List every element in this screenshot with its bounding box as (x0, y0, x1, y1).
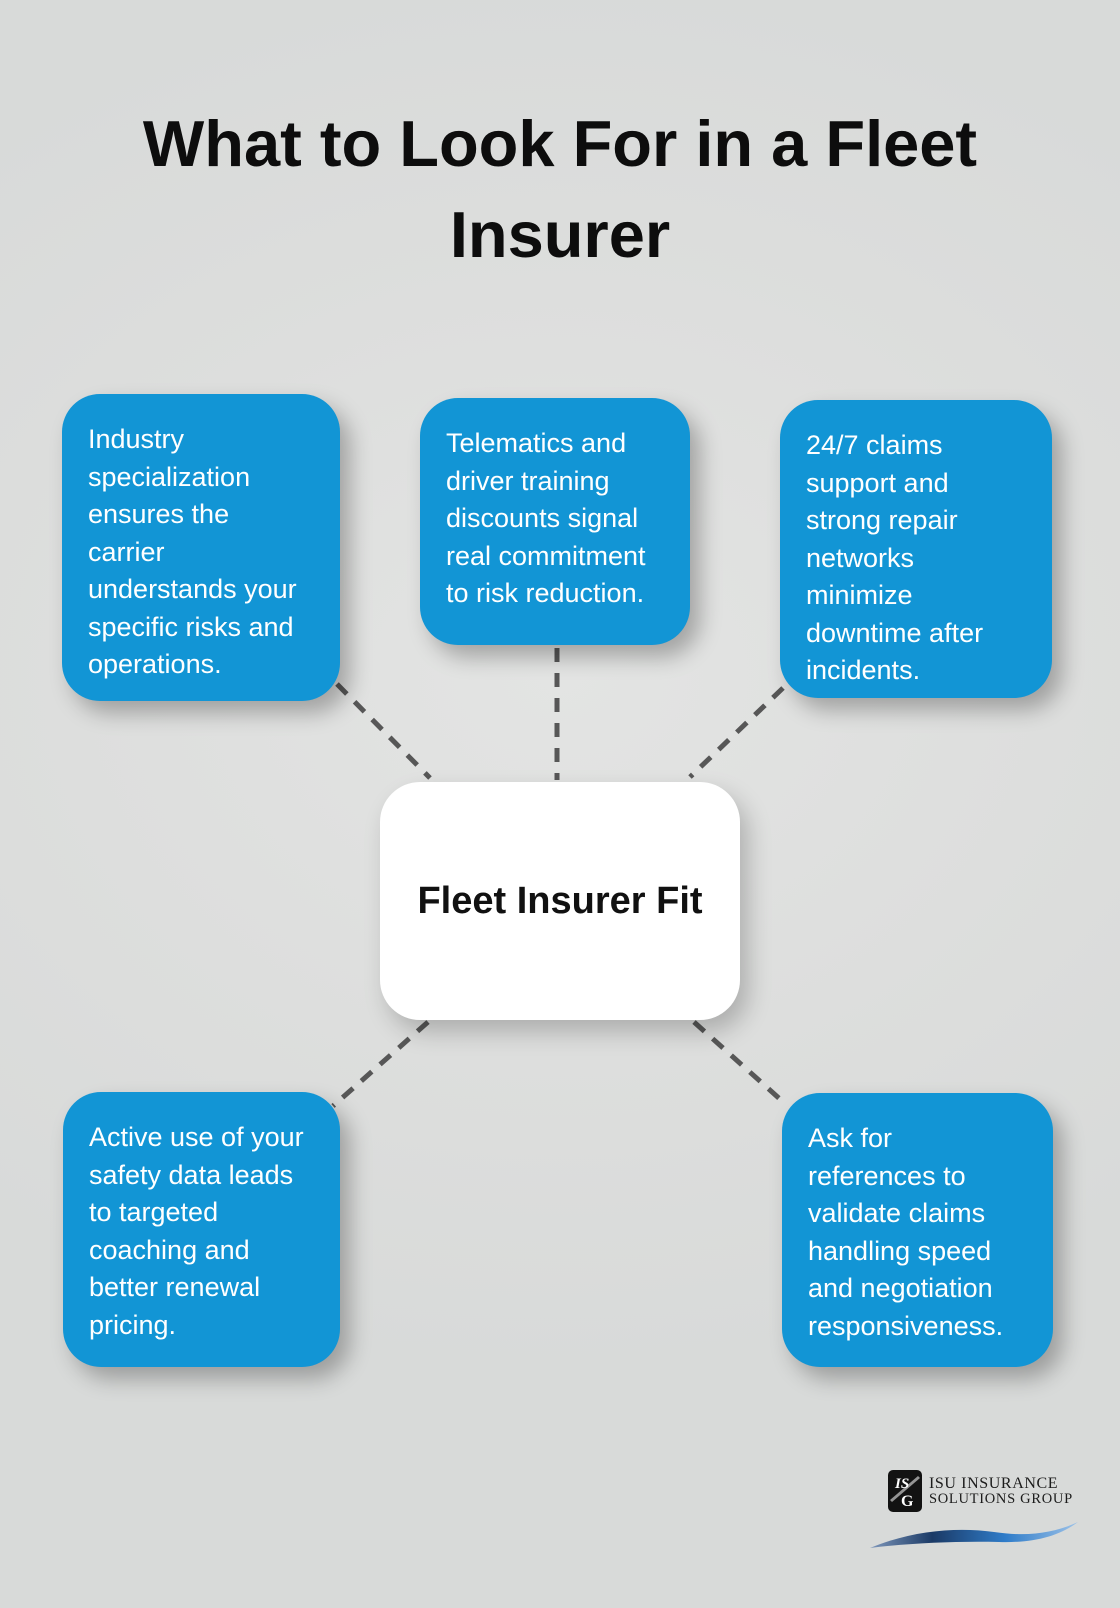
connector-bottom-right (692, 1020, 783, 1102)
node-telematics-training: Telematics and driver training discounts… (420, 398, 690, 645)
logo-swoosh-icon (870, 1522, 1078, 1548)
page-title: What to Look For in a Fleet Insurer (142, 107, 978, 271)
isu-monogram-icon: IS G (888, 1470, 922, 1512)
logo-isu-insurance: IS G ISU INSURANCE SOLUTIONS GROUP (868, 1470, 1080, 1558)
logo-wordmark: ISU INSURANCE SOLUTIONS GROUP (929, 1474, 1073, 1507)
connector-bottom-left (331, 1020, 430, 1108)
node-industry-specialization: Industry specialization ensures the carr… (62, 394, 340, 701)
node-claims-support: 24/7 claims support and strong repair ne… (780, 400, 1052, 698)
center-node-label: Fleet Insurer Fit (417, 879, 703, 922)
logo-line-2: SOLUTIONS GROUP (929, 1490, 1073, 1507)
connector-top-right (688, 686, 785, 779)
connector-top-left (335, 682, 432, 780)
logo-line-1: ISU INSURANCE (929, 1474, 1059, 1492)
center-node: Fleet Insurer Fit (380, 782, 740, 1020)
node-references: Ask for references to validate claims ha… (782, 1093, 1053, 1367)
monogram-top-letters: IS (894, 1476, 909, 1492)
node-safety-data: Active use of your safety data leads to … (63, 1092, 340, 1367)
monogram-bottom-letter: G (901, 1493, 914, 1510)
